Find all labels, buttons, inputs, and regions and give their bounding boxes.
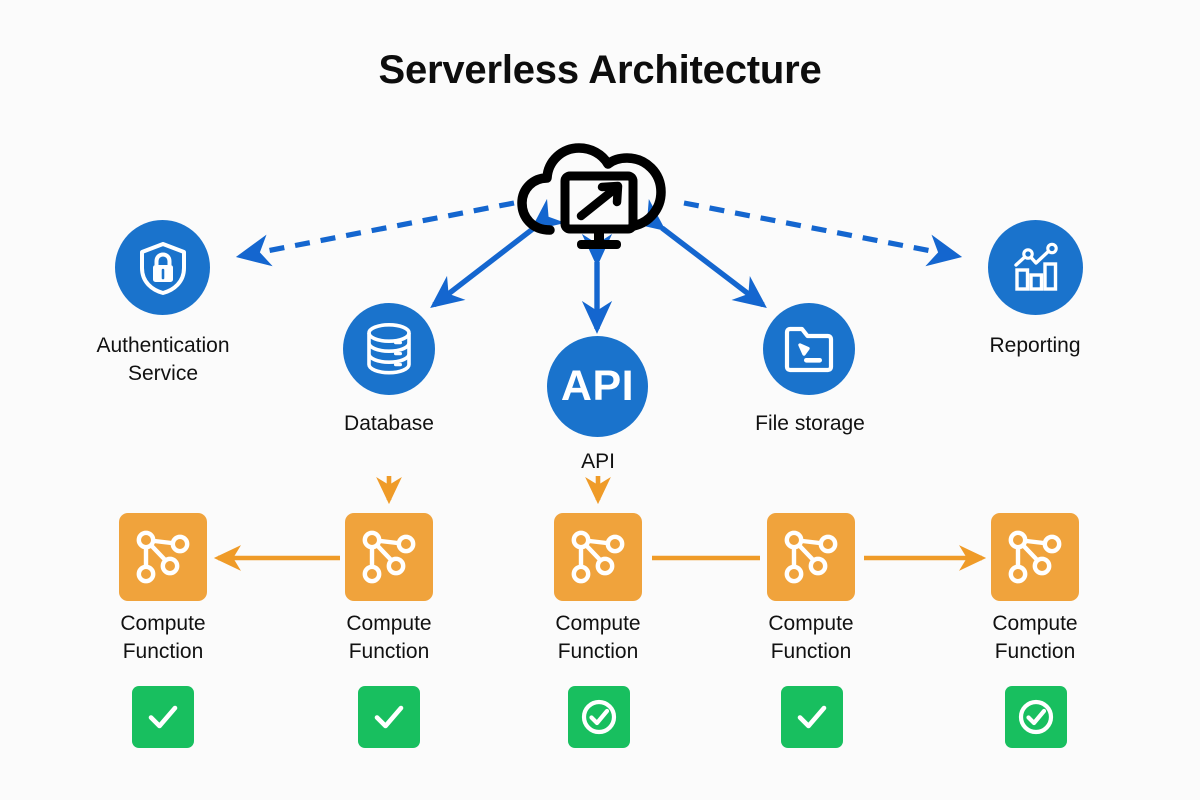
- label-compute-function-4: Compute Function: [768, 612, 854, 663]
- edge-cloud-to-auth: [235, 200, 515, 267]
- status-badge-4[interactable]: [781, 686, 843, 748]
- compute-function-1[interactable]: [119, 513, 207, 601]
- label-authentication-service: Authentication Service: [96, 334, 230, 385]
- node-authentication-service[interactable]: [115, 220, 210, 315]
- database-icon: [367, 323, 411, 375]
- check-circle-icon: [1018, 699, 1054, 735]
- node-graph-icon: [136, 530, 190, 584]
- status-badge-5[interactable]: [1005, 686, 1067, 748]
- node-api[interactable]: API: [547, 336, 648, 437]
- check-circle-icon: [581, 699, 617, 735]
- label-compute-function-3: Compute Function: [555, 612, 641, 663]
- node-file-storage[interactable]: [763, 303, 855, 395]
- api-text-icon: API: [560, 362, 635, 410]
- label-compute-function-5: Compute Function: [992, 612, 1078, 663]
- node-reporting[interactable]: [988, 220, 1083, 315]
- label-database: Database: [344, 412, 434, 435]
- check-icon: [148, 705, 178, 729]
- label-reporting: Reporting: [989, 334, 1081, 357]
- status-badge-1[interactable]: [132, 686, 194, 748]
- status-badge-3[interactable]: [568, 686, 630, 748]
- edge-cloud-to-reporting: [683, 200, 963, 267]
- check-icon: [374, 705, 404, 729]
- label-file-storage: File storage: [755, 412, 865, 435]
- folder-icon: [784, 326, 834, 373]
- node-database[interactable]: [343, 303, 435, 395]
- page-title: Serverless Architecture: [378, 48, 822, 92]
- node-graph-icon: [784, 530, 838, 584]
- node-graph-icon: [362, 530, 416, 584]
- compute-function-3[interactable]: [554, 513, 642, 601]
- label-compute-function-2: Compute Function: [346, 612, 432, 663]
- compute-function-2[interactable]: [345, 513, 433, 601]
- cloud-monitor-arrow-icon: [517, 143, 666, 249]
- label-api: API: [581, 450, 615, 473]
- compute-function-4[interactable]: [767, 513, 855, 601]
- status-badge-2[interactable]: [358, 686, 420, 748]
- check-icon: [797, 705, 827, 729]
- bar-chart-line-icon: [1013, 242, 1058, 291]
- shield-lock-icon: [139, 241, 186, 295]
- node-graph-icon: [571, 530, 625, 584]
- label-compute-function-1: Compute Function: [120, 612, 206, 663]
- compute-function-5[interactable]: [991, 513, 1079, 601]
- node-graph-icon: [1008, 530, 1062, 584]
- cloud-compute-node[interactable]: [516, 132, 680, 252]
